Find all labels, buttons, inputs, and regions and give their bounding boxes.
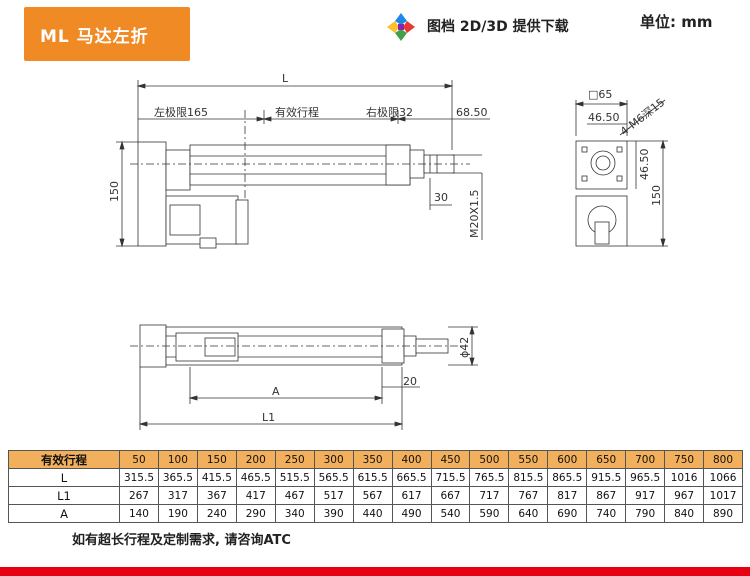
- table-cell: 750: [664, 450, 705, 469]
- table-cell: 765.5: [469, 468, 510, 487]
- dim-30-label: 30: [434, 191, 448, 204]
- table-cell: 740: [586, 504, 627, 523]
- table-cell: 617: [391, 486, 432, 505]
- row-header: L1: [8, 486, 120, 505]
- table-cell: 150: [196, 450, 237, 469]
- table-cell: 250: [274, 450, 315, 469]
- dim-46-50-top-label: 46.50: [588, 111, 620, 124]
- table-cell: 390: [313, 504, 354, 523]
- table-cell: 800: [703, 450, 743, 469]
- dim-L1-label: L1: [262, 411, 275, 424]
- table-cell: 1017: [703, 486, 743, 505]
- table-cell: 515.5: [274, 468, 315, 487]
- table-cell: 100: [157, 450, 198, 469]
- table-cell: 517: [313, 486, 354, 505]
- stroke-label: 有效行程: [275, 105, 319, 119]
- table-cell: 340: [274, 504, 315, 523]
- table-cell: 200: [235, 450, 276, 469]
- table-cell: 300: [313, 450, 354, 469]
- table-cell: 665.5: [391, 468, 432, 487]
- square-65-label: □65: [588, 88, 612, 101]
- unit-label: 单位: mm: [640, 13, 713, 31]
- table-cell: 190: [157, 504, 198, 523]
- table-cell: 450: [430, 450, 471, 469]
- table-cell: 790: [625, 504, 666, 523]
- dim-A-label: A: [272, 385, 280, 398]
- dim-20-label: 20: [403, 375, 417, 388]
- table-cell: 350: [352, 450, 393, 469]
- table-cell: 140: [119, 504, 159, 523]
- table-cell: 465.5: [235, 468, 276, 487]
- table-cell: 550: [508, 450, 549, 469]
- table-cell: 667: [430, 486, 471, 505]
- table-cell: 290: [235, 504, 276, 523]
- table-cell: 915.5: [586, 468, 627, 487]
- table-cell: 490: [391, 504, 432, 523]
- table-cell: 717: [469, 486, 510, 505]
- table-cell: 917: [625, 486, 666, 505]
- table-cell: 315.5: [119, 468, 159, 487]
- table-cell: 440: [352, 504, 393, 523]
- table-cell: 965.5: [625, 468, 666, 487]
- dia-42-label: ϕ42: [458, 337, 471, 358]
- table-cell: 865.5: [547, 468, 588, 487]
- table-cell: 540: [430, 504, 471, 523]
- table-cell: 815.5: [508, 468, 549, 487]
- hole-spec-label: 4-M6深15: [618, 96, 667, 139]
- table-cell: 467: [274, 486, 315, 505]
- table-cell: 500: [469, 450, 510, 469]
- dim-150-right-label: 150: [650, 185, 663, 206]
- dim-46-50-side-label: 46.50: [638, 149, 651, 181]
- row-header: 有效行程: [8, 450, 120, 469]
- table-cell: 890: [703, 504, 743, 523]
- table-cell: 840: [664, 504, 705, 523]
- table-cell: 400: [391, 450, 432, 469]
- table-cell: 715.5: [430, 468, 471, 487]
- table-cell: 240: [196, 504, 237, 523]
- table-cell: 1066: [703, 468, 743, 487]
- table-cell: 565.5: [313, 468, 354, 487]
- table-cell: 365.5: [157, 468, 198, 487]
- row-header: A: [8, 504, 120, 523]
- page-title: ML 马达左折: [24, 7, 190, 61]
- table-cell: 640: [508, 504, 549, 523]
- table-cell: 767: [508, 486, 549, 505]
- dim-68-50-label: 68.50: [456, 106, 488, 119]
- table-cell: 367: [196, 486, 237, 505]
- dim-150-left-label: 150: [108, 181, 121, 202]
- table-cell: 1016: [664, 468, 705, 487]
- bottom-bar: [0, 567, 750, 576]
- table-cell: 267: [119, 486, 159, 505]
- table-cell: 415.5: [196, 468, 237, 487]
- table-cell: 967: [664, 486, 705, 505]
- table-cell: 615.5: [352, 468, 393, 487]
- technical-drawing: L 左极限165 有效行程 右极限32 68.50 150 30 M20X1.5…: [108, 72, 668, 430]
- thread-label: M20X1.5: [468, 189, 481, 238]
- table-cell: 50: [119, 450, 159, 469]
- table-cell: 417: [235, 486, 276, 505]
- table-cell: 650: [586, 450, 627, 469]
- custom-note: 如有超长行程及定制需求, 请咨询ATC: [72, 533, 291, 548]
- table-cell: 817: [547, 486, 588, 505]
- table-cell: 600: [547, 450, 588, 469]
- table-cell: 590: [469, 504, 510, 523]
- table-cell: 700: [625, 450, 666, 469]
- left-limit-label: 左极限165: [154, 105, 208, 119]
- table-cell: 317: [157, 486, 198, 505]
- table-cell: 690: [547, 504, 588, 523]
- table-cell: 867: [586, 486, 627, 505]
- logo-icon: [387, 13, 415, 41]
- right-limit-label: 右极限32: [366, 105, 413, 119]
- table-cell: 567: [352, 486, 393, 505]
- dim-L-label: L: [282, 72, 289, 85]
- cad-download-label[interactable]: 图档 2D/3D 提供下载: [427, 19, 569, 35]
- row-header: L: [8, 468, 120, 487]
